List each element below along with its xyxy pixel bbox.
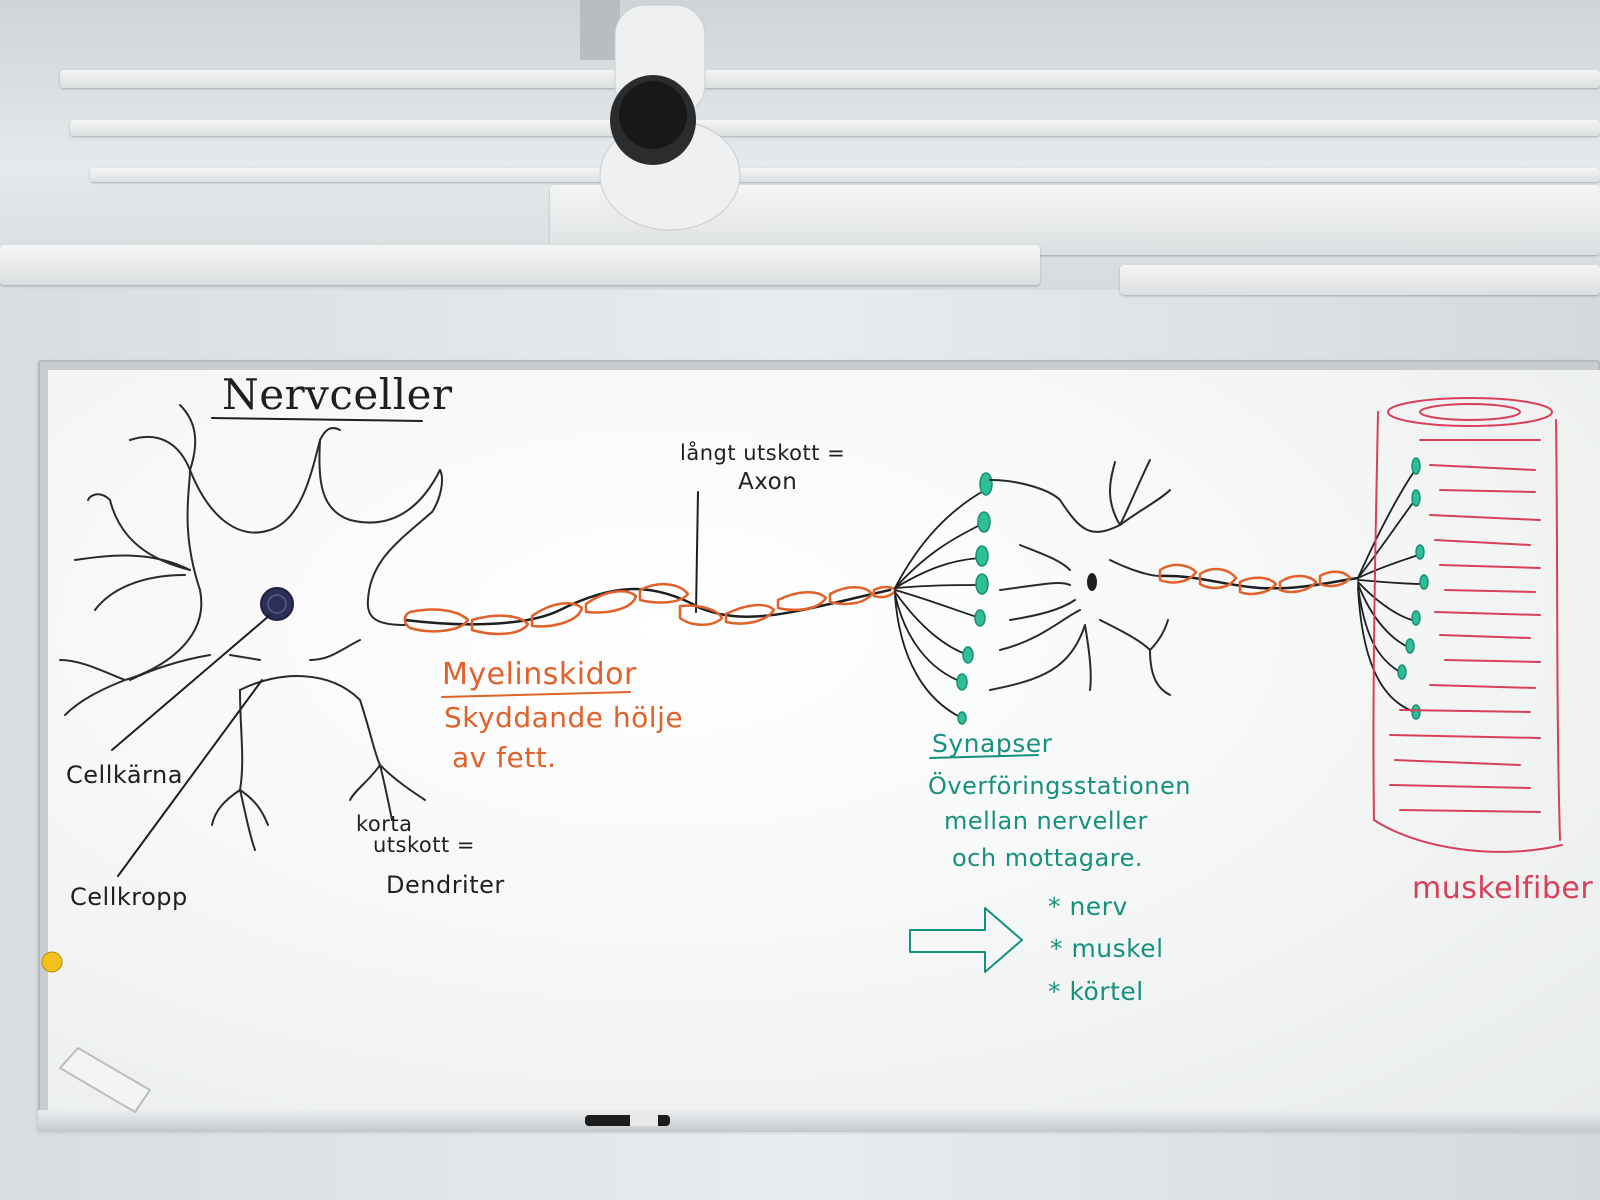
label-synapser: Synapser <box>932 729 1053 758</box>
label-muskelfiber: muskelfiber <box>1412 871 1594 906</box>
label-langt-utskott: långt utskott = <box>680 441 846 465</box>
marker-icon <box>585 1115 670 1126</box>
pointer-axon <box>695 491 699 613</box>
label-overforing-2: mellan nerveller <box>944 807 1148 835</box>
whiteboard <box>48 370 1600 1112</box>
pointer-cellkarna <box>111 614 271 751</box>
muscle-fiber <box>1372 397 1563 853</box>
board-rail <box>1120 265 1600 295</box>
neuron-left <box>59 404 443 851</box>
arrow-icon <box>909 907 1023 973</box>
magnet-icon <box>41 951 63 973</box>
label-utskott: utskott = <box>373 833 475 857</box>
label-overforing-3: och mottagare. <box>952 844 1143 872</box>
synapse-buttons-right <box>1397 457 1429 720</box>
muscle-terminals <box>1357 469 1421 713</box>
cell-nucleus-right <box>1087 573 1097 591</box>
synapser-underline <box>929 754 1039 759</box>
ceiling-rail <box>60 70 1600 88</box>
list-item-muskel: * muskel <box>1050 934 1164 963</box>
projector-icon <box>580 0 741 231</box>
label-overforing-1: Överföringsstationen <box>928 772 1191 800</box>
label-cellkarna: Cellkärna <box>66 761 183 789</box>
myelinskidor-underline <box>441 691 631 698</box>
label-korta: korta <box>356 812 413 836</box>
cell-nucleus <box>260 587 294 621</box>
board-rail <box>0 245 1040 285</box>
label-cellkropp: Cellkropp <box>70 883 188 911</box>
eraser-icon <box>59 1047 151 1113</box>
label-axon: Axon <box>738 469 798 495</box>
label-av-fett: av fett. <box>452 741 557 774</box>
ceiling-rail <box>90 168 1600 182</box>
marker-tray <box>38 1110 1600 1132</box>
axon-terminals <box>894 489 986 719</box>
synapse-buttons-left <box>956 472 993 725</box>
label-skyddande-holje: Skyddande hölje <box>444 701 684 734</box>
label-dendriter: Dendriter <box>386 871 505 899</box>
list-item-nerv: * nerv <box>1048 892 1128 921</box>
myelin-sheaths-right <box>1158 563 1352 596</box>
list-item-kortel: * körtel <box>1048 977 1144 1006</box>
title-nervceller: Nervceller <box>222 370 453 419</box>
title-underline <box>211 417 423 422</box>
pointer-cellkropp <box>117 679 263 877</box>
myelin-sheaths-left <box>403 582 898 636</box>
neuron-right <box>989 459 1171 696</box>
ceiling-rail <box>70 120 1600 136</box>
label-myelinskidor: Myelinskidor <box>442 657 637 692</box>
